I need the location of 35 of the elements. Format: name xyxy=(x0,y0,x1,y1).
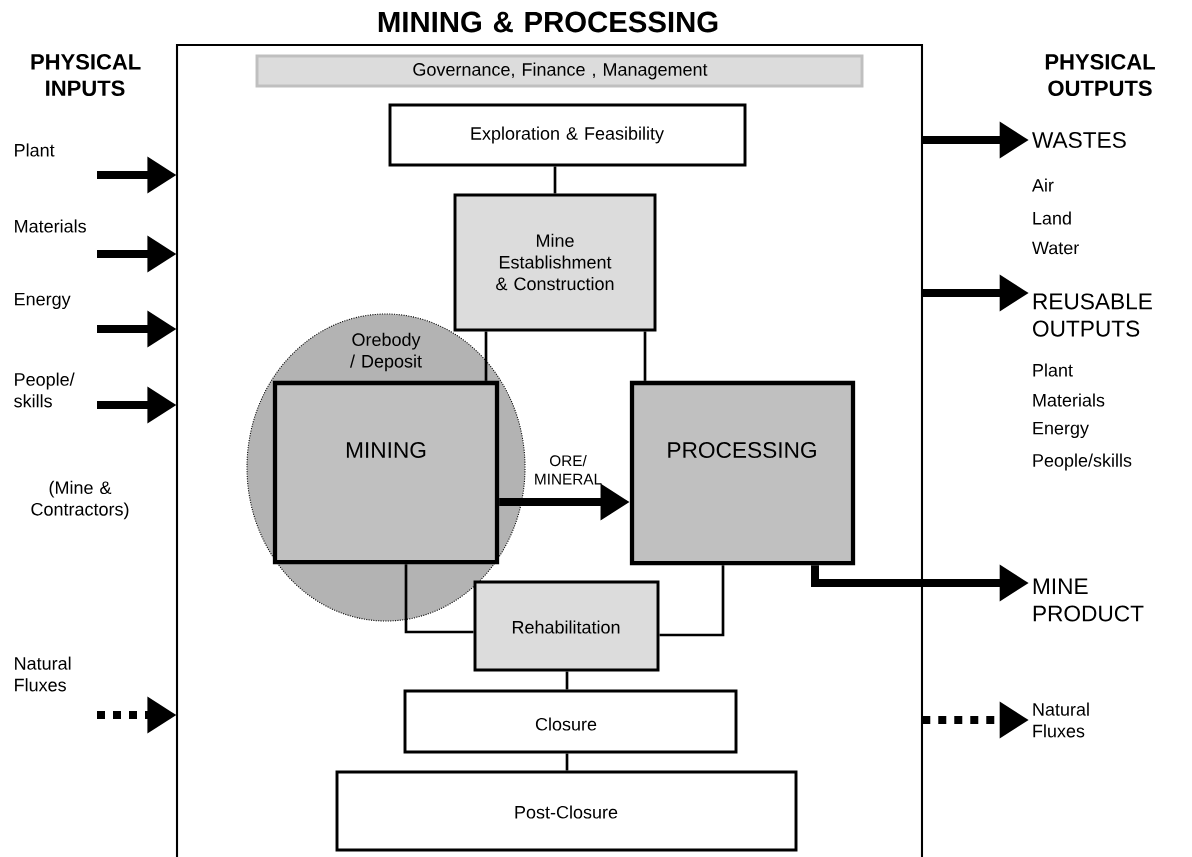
connector-line xyxy=(484,331,488,381)
edge-label: Energy xyxy=(15,292,71,310)
output-label: Natural Fluxes xyxy=(1033,702,1089,738)
process-box: Post-Closure xyxy=(335,770,798,852)
output-heading: REUSABLE OUTPUTS xyxy=(1033,293,1152,337)
output-item: People/skills xyxy=(1033,453,1132,471)
governance-bar: Governance, Finance , Management xyxy=(255,54,864,88)
output-heading: MINE PRODUCT xyxy=(1033,578,1144,622)
edge-label: People/ skills xyxy=(14,372,75,408)
output-item: Water xyxy=(1032,241,1079,255)
note-text: (Mine & Contractors) xyxy=(31,480,129,520)
output-item: Plant xyxy=(1033,363,1073,377)
connector-line xyxy=(565,753,569,771)
output-item: Land xyxy=(1033,211,1071,225)
connector-line xyxy=(643,331,647,381)
edge-label: Materials xyxy=(15,219,86,233)
section-heading: PHYSICAL OUTPUTS xyxy=(1045,54,1155,96)
process-box: PROCESSING xyxy=(629,380,856,566)
edge-label: Plant xyxy=(15,143,55,157)
edge-label: ORE/ MINERAL xyxy=(535,454,602,485)
edge-label: Natural Fluxes xyxy=(15,656,71,692)
connector-line xyxy=(404,564,474,634)
output-item: Energy xyxy=(1033,421,1089,439)
connector-line xyxy=(565,671,569,690)
process-box: MINING xyxy=(272,380,500,565)
process-box: Mine Establishment & Construction xyxy=(453,193,657,332)
process-box: Rehabilitation xyxy=(473,580,660,672)
connector-line xyxy=(659,565,725,637)
process-box: Closure xyxy=(403,689,738,754)
output-heading: WASTES xyxy=(1032,132,1126,149)
section-heading: PHYSICAL INPUTS xyxy=(31,54,141,96)
output-item: Air xyxy=(1032,178,1054,192)
connector-line xyxy=(553,166,557,194)
process-box: Exploration & Feasibility xyxy=(388,103,747,167)
output-item: Materials xyxy=(1033,393,1105,407)
